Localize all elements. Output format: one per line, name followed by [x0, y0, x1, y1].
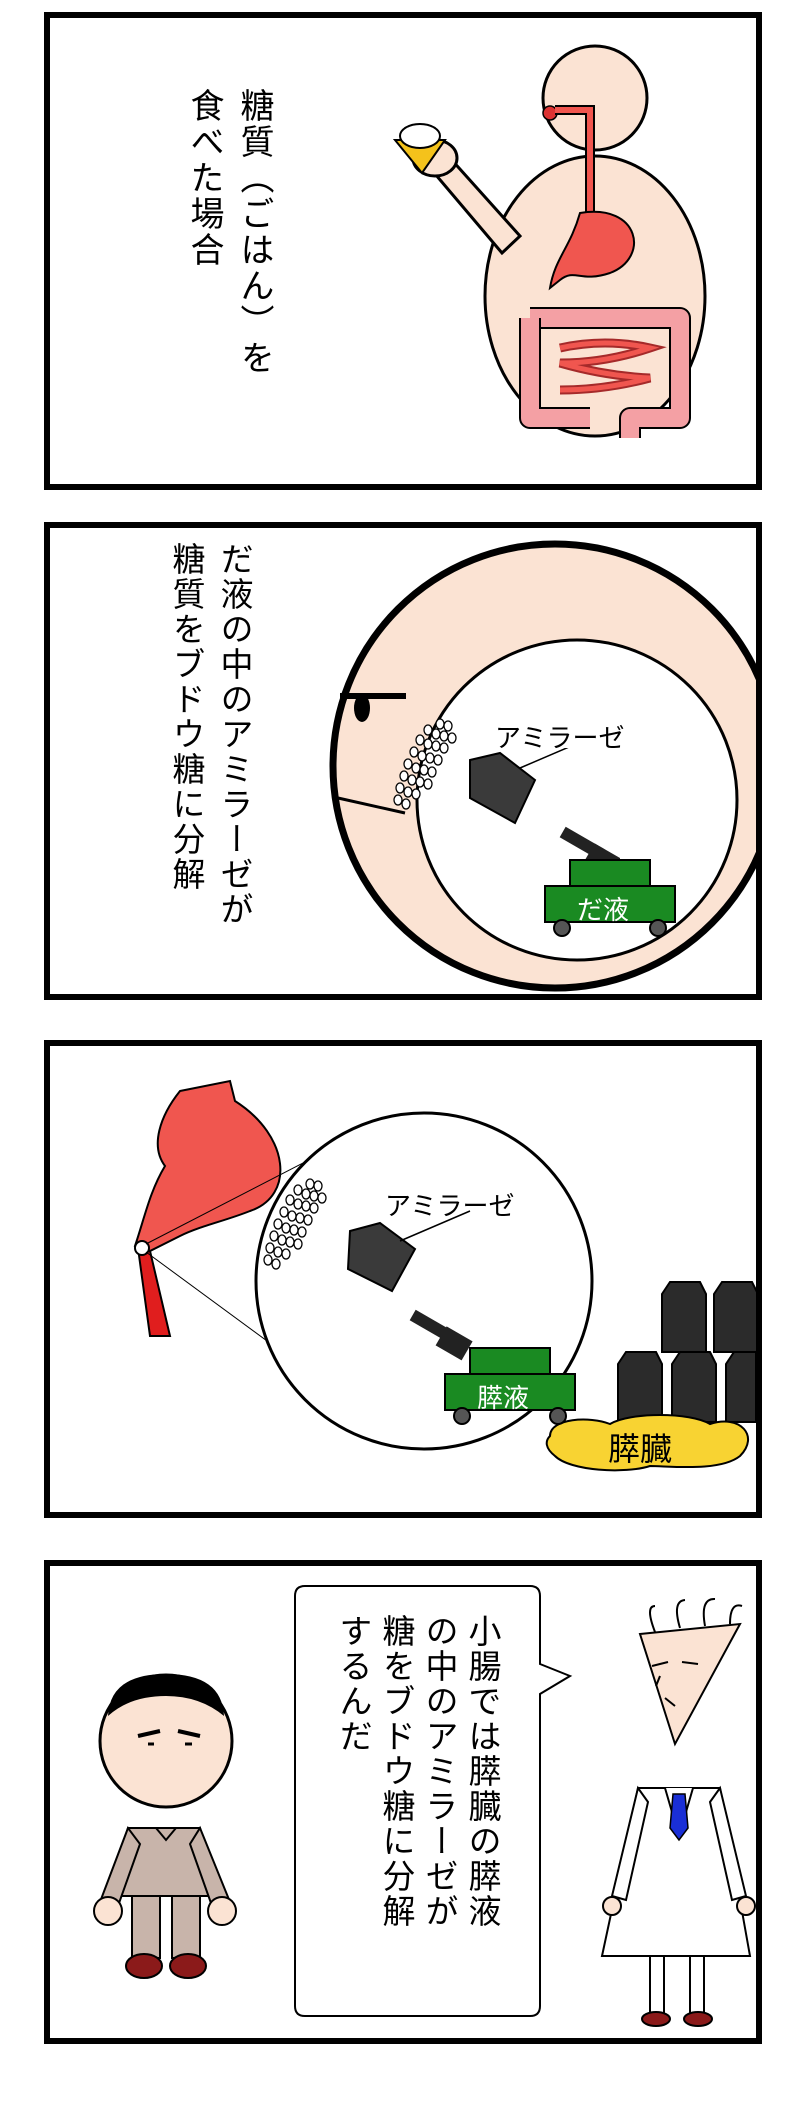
comic-panel-3: アミラーゼ 膵液 膵臓: [44, 1040, 762, 1518]
narration-text-line1: だ液の中のアミラーゼが: [215, 542, 254, 927]
comic-panel-4: 小腸では膵臓の膵液 の中のアミラーゼが 糖をブドウ糖に分解 するんだ: [44, 1560, 762, 2044]
amylase-enzyme-shape: [346, 1210, 473, 1361]
enzyme-label: アミラーゼ: [495, 724, 625, 754]
narration-text-line2: 食べた場合: [184, 88, 224, 268]
speech-text-line1: 小腸では膵臓の膵液: [463, 1614, 502, 1929]
narration-text-line2: 糖質をブドウ糖に分解: [167, 542, 206, 892]
glucose-chain-cluster: [263, 1178, 327, 1270]
pancreatic-juice-cart: [444, 1347, 576, 1425]
speech-text-line3: 糖をブドウ糖に分解: [377, 1614, 416, 1929]
narration-text-line1: 糖質（ごはん）を: [234, 88, 274, 376]
glucose-chain-cluster: [393, 718, 457, 810]
cart-label: 膵液: [477, 1384, 530, 1414]
cart-label: だ液: [577, 896, 630, 926]
speech-text-line2: の中のアミラーゼが: [420, 1614, 459, 1929]
comic-panel-1: 糖質（ごはん）を 食べた場合: [44, 12, 762, 490]
pancreas-label: 膵臓: [608, 1430, 673, 1468]
enzyme-label: アミラーゼ: [385, 1192, 515, 1222]
dialogue-illustration: [93, 1585, 756, 2027]
comic-panel-2: だ液の中のアミラーゼが 糖質をブドウ糖に分解 アミラーゼ: [44, 522, 762, 1000]
saliva-cart: [544, 859, 676, 937]
speech-text-line4: するんだ: [334, 1614, 373, 1754]
eating-person-illustration: [392, 44, 707, 438]
